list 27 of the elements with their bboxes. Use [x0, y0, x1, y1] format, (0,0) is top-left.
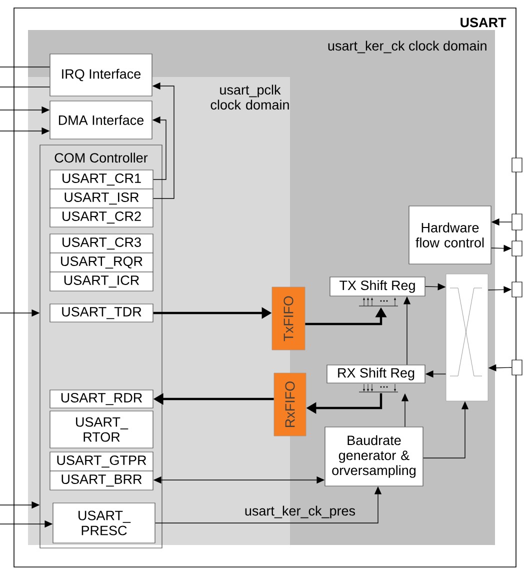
register-box: USART_CR1: [50, 170, 154, 190]
register-box: USART_RDR: [50, 390, 154, 408]
register-box: USART_ RTOR: [50, 410, 154, 448]
register-box: TX Shift Reg: [330, 276, 426, 296]
pin-box: [512, 158, 522, 172]
register-box: USART_CR2: [50, 208, 154, 228]
register-box: USART_ PRESC: [52, 502, 156, 544]
fifo-box: RxFIFO: [274, 372, 306, 436]
function-box: Hardware flow control: [408, 206, 492, 264]
function-box: IRQ Interface: [50, 54, 152, 96]
function-box: DMA Interface: [50, 100, 152, 140]
pin-box: [512, 214, 522, 230]
crossbar-box: [446, 274, 488, 402]
pin-box: [512, 360, 522, 376]
register-box: USART_CR3: [50, 234, 154, 254]
function-box: Baudrate generator & orversampling: [324, 426, 424, 486]
edge-label: usart_ker_ck_pres: [245, 506, 356, 518]
register-box: USART_BRR: [50, 470, 154, 490]
register-box: USART_TDR: [50, 304, 154, 322]
register-box: USART_ICR: [50, 272, 154, 292]
pin-box: [512, 240, 522, 256]
register-box: USART_GTPR: [50, 452, 154, 472]
fifo-box: TxFIFO: [272, 286, 306, 350]
pin-box: [512, 282, 522, 298]
register-box: RX Shift Reg: [326, 364, 426, 384]
register-box: USART_RQR: [50, 252, 154, 272]
register-box: USART_ISR: [50, 188, 154, 208]
